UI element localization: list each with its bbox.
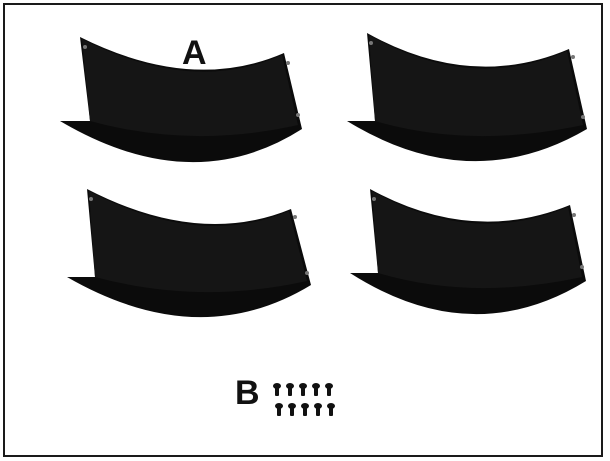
curved-panel-icon [67, 189, 311, 318]
curved-panel-icon [347, 33, 587, 162]
label-part-a: A [182, 34, 207, 72]
curved-panel-1 [52, 29, 318, 179]
curved-panel-icon [350, 189, 586, 315]
hardware-bolts [271, 381, 337, 421]
curved-panel-4 [342, 181, 600, 331]
label-part-b: B [235, 374, 260, 412]
figure-frame: A B [3, 3, 603, 457]
curved-panel-icon [60, 37, 302, 163]
bolt-icon [273, 383, 335, 416]
curved-panel-2 [339, 25, 601, 180]
curved-panel-3 [59, 181, 329, 331]
